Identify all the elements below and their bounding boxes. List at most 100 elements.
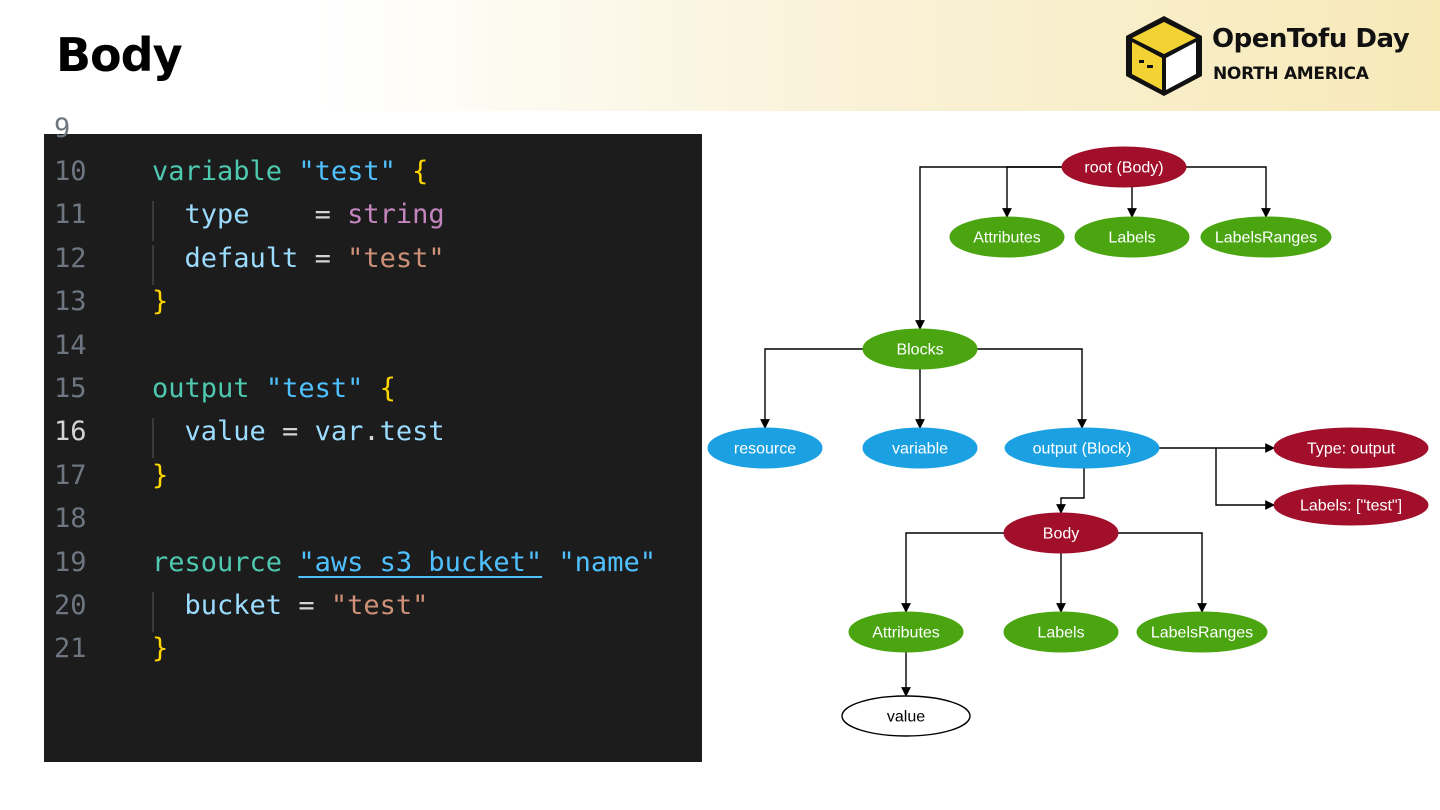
- node-shape: [1003, 611, 1119, 653]
- node-shape: [1273, 484, 1429, 526]
- node-labels2: Labels: [1003, 611, 1119, 653]
- node-label: Blocks: [896, 342, 943, 359]
- line-number: 10: [54, 156, 87, 187]
- code-text: bucket = "test": [152, 590, 429, 621]
- diagram-edge: [1186, 166, 1271, 218]
- diagram-edges: [760, 166, 1275, 697]
- node-label: variable: [892, 441, 948, 458]
- node-label: resource: [734, 441, 796, 458]
- code-text: output "test" {: [152, 373, 396, 404]
- code-token: resource: [152, 546, 283, 578]
- code-token: "test": [265, 373, 364, 404]
- node-shape: [1200, 216, 1332, 258]
- code-token: [250, 373, 266, 404]
- node-shape: [841, 695, 971, 737]
- code-token: [363, 373, 379, 404]
- code-token: [282, 547, 298, 578]
- tofu-cube-icon: [1126, 16, 1202, 96]
- code-line: 14: [44, 330, 702, 373]
- diagram-edge: [1002, 166, 1062, 218]
- node-attrs1: Attributes: [949, 216, 1065, 258]
- node-body: Body: [1003, 512, 1119, 554]
- node-type: Type: output: [1273, 427, 1429, 469]
- code-token: =: [282, 590, 331, 621]
- node-shape: [707, 427, 823, 469]
- node-label: LabelsRanges: [1215, 230, 1317, 247]
- node-label: value: [887, 709, 925, 726]
- code-token: {: [412, 156, 429, 187]
- line-number: 21: [54, 633, 87, 665]
- code-token[interactable]: "aws_s3_bucket": [298, 546, 543, 578]
- indent-guide: [152, 201, 154, 242]
- node-label: root (Body): [1084, 160, 1163, 177]
- code-text: default = "test": [152, 243, 445, 274]
- line-number: 12: [54, 242, 87, 274]
- node-labelsval: Labels: ["test"]: [1273, 484, 1429, 526]
- code-token: string: [347, 199, 445, 231]
- code-text: }: [152, 460, 168, 491]
- node-label: Labels: ["test"]: [1300, 498, 1402, 515]
- code-line: 18: [44, 503, 702, 546]
- code-line: 16 value = var.test: [44, 416, 702, 459]
- node-value: value: [841, 695, 971, 737]
- node-shape: [1074, 216, 1190, 258]
- code-token: type: [184, 199, 250, 231]
- code-line: 11 type = string: [44, 199, 702, 242]
- diagram-edge: [1215, 448, 1275, 510]
- line-number: 16: [54, 416, 87, 448]
- code-token: {: [379, 373, 396, 404]
- code-token: default: [184, 242, 299, 274]
- code-token: }: [152, 459, 169, 491]
- node-root: root (Body): [1061, 146, 1187, 188]
- indent-guide: [152, 418, 154, 459]
- code-line: 10 variable "test" {: [44, 156, 702, 199]
- node-label: LabelsRanges: [1151, 625, 1253, 642]
- code-token: [152, 590, 185, 621]
- line-number: 9: [54, 112, 71, 144]
- line-number: 18: [54, 503, 87, 535]
- code-token: variable: [152, 156, 283, 187]
- node-shape: [1003, 512, 1119, 554]
- node-blocks: Blocks: [862, 328, 978, 370]
- slide-header: Body OpenTofu Day NORTH AMERICA: [0, 0, 1440, 111]
- diagram-edge: [1118, 532, 1207, 613]
- node-shape: [848, 611, 964, 653]
- code-token: value: [184, 416, 266, 448]
- node-attrs2: Attributes: [848, 611, 964, 653]
- diagram-edge: [977, 348, 1087, 429]
- code-token: .: [363, 416, 380, 448]
- node-output: output (Block): [1004, 427, 1160, 469]
- code-token: "test": [298, 156, 396, 187]
- code-token: "test": [330, 590, 429, 621]
- code-token: =: [298, 242, 348, 274]
- node-variable: variable: [862, 427, 978, 469]
- code-text: value = var.test: [152, 416, 445, 447]
- indent-guide: [152, 244, 154, 285]
- diagram-edge: [901, 532, 1004, 613]
- diagram-edge: [1056, 468, 1085, 514]
- node-label: Attributes: [872, 625, 940, 642]
- node-shape: [1004, 427, 1160, 469]
- node-labels1: Labels: [1074, 216, 1190, 258]
- node-label: Labels: [1037, 625, 1084, 642]
- node-lr2: LabelsRanges: [1136, 611, 1268, 653]
- code-token: [396, 156, 412, 187]
- opentofu-day-logo: OpenTofu Day NORTH AMERICA: [1122, 12, 1422, 98]
- code-text: }: [152, 286, 168, 317]
- node-shape: [949, 216, 1065, 258]
- line-number: 13: [54, 286, 87, 318]
- code-token: [282, 156, 298, 187]
- node-lr1: LabelsRanges: [1200, 216, 1332, 258]
- code-line: 12 default = "test": [44, 243, 702, 286]
- code-line: 13}: [44, 286, 702, 329]
- line-number: 17: [54, 459, 87, 491]
- code-token: [152, 199, 185, 230]
- diagram-edge: [760, 348, 863, 429]
- code-text: resource "aws_s3_bucket" "name": [152, 547, 656, 578]
- code-token: bucket: [184, 590, 283, 621]
- node-shape: [862, 427, 978, 469]
